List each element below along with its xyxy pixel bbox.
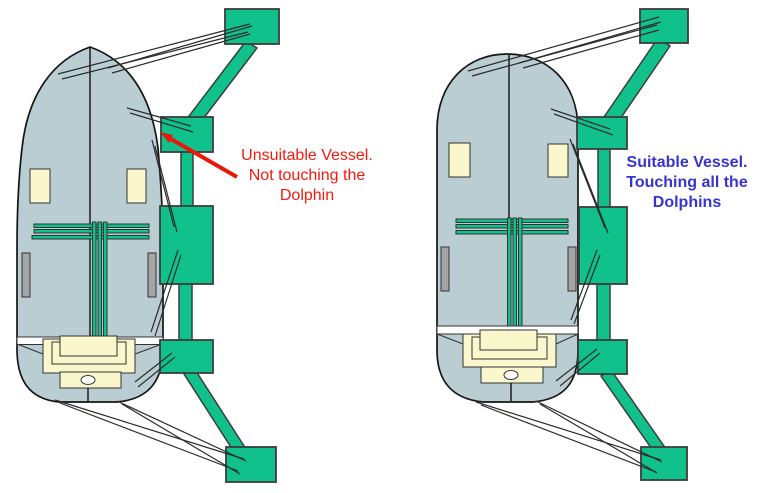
fitting	[567, 246, 577, 292]
deck-pipe	[92, 221, 97, 338]
mooring-line	[467, 16, 660, 72]
deck-brace	[16, 343, 44, 355]
gap-callout-arrow	[160, 132, 238, 179]
deck-brace	[436, 333, 464, 345]
strut	[599, 368, 666, 454]
mooring-line	[54, 399, 245, 460]
mooring-dolphin-5	[640, 446, 688, 481]
funnel	[503, 370, 519, 380]
dolphin-structures	[576, 8, 689, 481]
strut	[187, 39, 259, 125]
deck-pipe	[518, 217, 523, 327]
side-fittings	[440, 246, 577, 292]
mooring-line	[570, 249, 598, 321]
strut	[178, 282, 193, 342]
mooring-line	[150, 249, 179, 333]
manifold-stripe	[33, 229, 150, 234]
mooring-line	[134, 352, 173, 383]
mooring-line	[129, 112, 194, 133]
unsuitable-vessel-label: Unsuitable Vessel. Not touching the Dolp…	[241, 147, 373, 204]
side-fittings	[21, 252, 157, 298]
fitting	[21, 252, 31, 298]
mooring-line	[553, 113, 614, 136]
mooring-line	[151, 139, 175, 228]
mooring-line	[572, 143, 609, 234]
manifold-stripe	[31, 235, 150, 240]
deck-hatches	[29, 168, 147, 204]
mooring-dolphin-2	[576, 116, 628, 150]
cargo-manifold	[31, 221, 150, 338]
mooring-lines	[467, 16, 663, 474]
mooring-line	[137, 356, 176, 388]
dolphin-structures	[159, 8, 280, 483]
fitting	[440, 246, 450, 292]
deck-brace	[555, 333, 579, 345]
mooring-line	[573, 254, 601, 325]
breasting-dolphin-3	[578, 206, 628, 285]
deck-pipe	[512, 217, 517, 327]
arrow-shaft	[170, 137, 238, 179]
mooring-line	[111, 33, 251, 74]
mooring-line	[535, 400, 663, 463]
mooring-line	[116, 400, 247, 462]
mooring-line	[539, 403, 658, 474]
mooring-line	[569, 138, 606, 229]
mooring-line	[154, 145, 178, 233]
unsuitable-vessel-figure	[16, 8, 280, 483]
manifold-stripe	[455, 218, 569, 223]
arrow-head	[160, 132, 173, 143]
mooring-line	[522, 29, 660, 69]
mooring-line	[61, 31, 249, 80]
mooring-line	[57, 23, 251, 75]
funnel	[80, 375, 96, 385]
mooring-dolphin-4	[577, 339, 628, 375]
mooring-line	[550, 108, 611, 130]
mooring-line	[480, 404, 657, 473]
mooring-line	[121, 403, 241, 475]
manifold-stripe	[455, 224, 569, 229]
mooring-line	[107, 25, 253, 69]
deckhouse-top	[59, 335, 118, 357]
mooring-line	[559, 352, 601, 387]
mooring-line	[518, 21, 662, 64]
deck-pipe	[97, 221, 102, 338]
breasting-dolphin-3	[159, 205, 214, 285]
mooring-dolphin-5	[225, 446, 277, 483]
mooring-lines	[54, 23, 253, 475]
deck-pipe	[507, 217, 512, 327]
strut	[596, 283, 611, 342]
suitable-vessel-figure	[436, 8, 689, 481]
manifold-stripe	[33, 223, 150, 228]
stern-superstructure	[16, 335, 164, 402]
mooring-line	[59, 402, 239, 472]
deckhouse-top	[479, 329, 538, 351]
mooring-line	[471, 24, 658, 77]
strut	[182, 366, 248, 457]
deck-brace	[134, 343, 163, 355]
mooring-line	[154, 254, 182, 337]
suitable-vessel-label: Suitable Vessel. Touching all the Dolphi…	[626, 154, 748, 211]
stern-superstructure	[436, 325, 579, 401]
mooring-line	[126, 107, 192, 127]
deck-hatches	[448, 142, 569, 178]
strut	[602, 36, 672, 127]
hatch	[448, 142, 471, 178]
fitting	[147, 252, 157, 298]
hatch	[547, 143, 569, 178]
mooring-line	[475, 401, 662, 461]
strut	[180, 148, 194, 209]
deck-pipe	[103, 221, 108, 338]
manifold-stripe	[455, 230, 569, 235]
mooring-dolphin-4	[159, 339, 214, 374]
hatch	[29, 168, 51, 204]
mooring-line	[555, 348, 598, 382]
hatch	[126, 168, 147, 204]
